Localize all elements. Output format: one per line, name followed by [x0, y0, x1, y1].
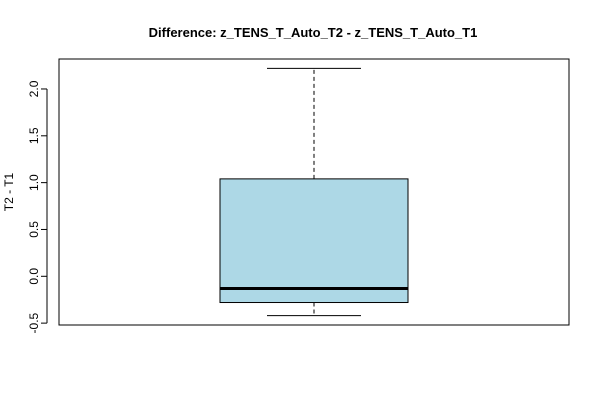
plot-frame — [58, 58, 570, 326]
chart-title: Difference: z_TENS_T_Auto_T2 - z_TENS_T_… — [149, 25, 478, 40]
y-tick-label: 0.0 — [27, 268, 41, 285]
y-tick-label: -0.5 — [27, 312, 41, 333]
iqr-box — [219, 178, 409, 304]
y-axis: -0.5 0.0 0.5 1.0 1.5 2.0 — [27, 80, 48, 333]
box-group — [219, 67, 409, 317]
y-tick-label: 0.5 — [27, 221, 41, 238]
y-tick-label: 2.0 — [27, 80, 41, 97]
y-tick-label: 1.5 — [27, 127, 41, 144]
y-axis-label: T2 - T1 — [2, 172, 16, 211]
y-tick-label: 1.0 — [27, 174, 41, 191]
